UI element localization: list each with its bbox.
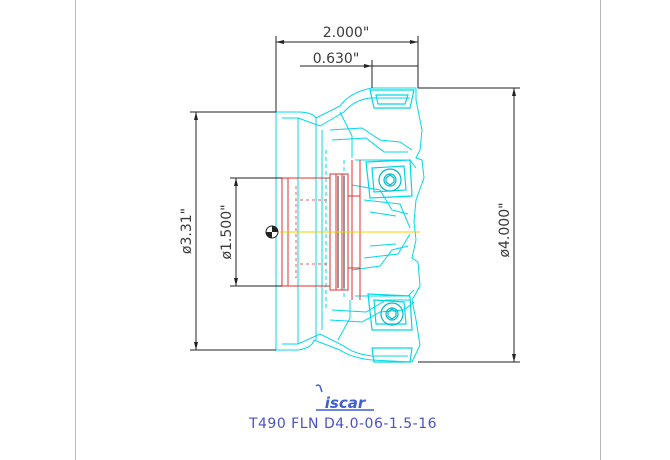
drawing-title: T490 FLN D4.0-06-1.5-16 [248,416,437,432]
dimension-lines [190,36,520,363]
dim-bore-diameter: ø1.500" [219,204,235,259]
frame-border-left [75,0,76,460]
brand-logo: iscar [315,384,374,412]
screw-icon-upper [378,168,402,192]
dim-cutting-diameter: ø4.000" [497,202,513,257]
center-mark-icon [265,225,279,239]
screw-icon-lower [380,302,404,326]
insert-bottom [371,347,413,363]
dimension-arrows [194,40,516,362]
brand-logo-text: iscar [325,394,367,412]
insert-lower-pocket [367,293,413,331]
bore-outline [281,160,361,300]
frame-border-right [600,0,601,460]
cutter-body-outline [275,87,425,363]
bore-hidden-lines [295,186,330,278]
dim-insert-offset: 0.630" [313,51,360,67]
insert-upper-pocket [365,159,413,199]
dim-hub-diameter: ø3.31" [179,208,195,254]
insert-top [369,89,415,109]
dim-overall-length: 2.000" [323,25,370,41]
